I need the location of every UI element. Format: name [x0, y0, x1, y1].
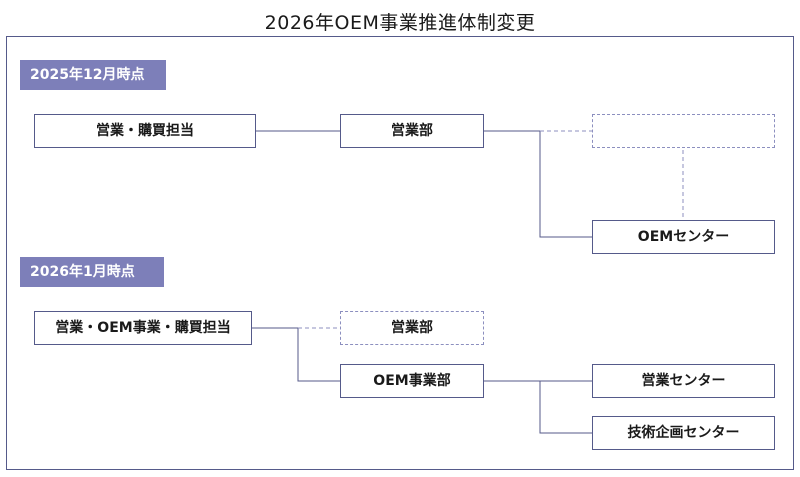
box-tech-planning-center-2026: 技術企画センター — [592, 416, 775, 450]
box-sales-dept-2026: 営業部 — [340, 311, 484, 345]
box-oem-center-2025: OEMセンター — [592, 220, 775, 254]
connector-to-oem-business-dept — [297, 328, 340, 382]
box-sales-dept-2025: 営業部 — [340, 114, 484, 148]
period-label-2026: 2026年1月時点 — [20, 257, 164, 287]
connector-branch-to-tech-center — [539, 381, 592, 434]
diagram-title: 2026年OEM事業推進体制変更 — [264, 12, 536, 34]
connector-branch-to-oem-center — [539, 131, 592, 238]
connectors-2026 — [252, 327, 592, 434]
period-label-2025: 2025年12月時点 — [20, 60, 166, 90]
box-sales-center-2026: 営業センター — [592, 364, 775, 398]
box-sales-oem-purchasing-2026: 営業・OEM事業・購買担当 — [34, 311, 252, 345]
box-blank-dashed-2025 — [592, 114, 775, 148]
box-sales-purchasing-2025: 営業・購買担当 — [34, 114, 256, 148]
connectors-2025 — [256, 130, 592, 238]
dashed-connectors-2025 — [540, 130, 684, 220]
box-oem-business-dept-2026: OEM事業部 — [340, 364, 484, 398]
diagram-frame — [6, 36, 794, 470]
